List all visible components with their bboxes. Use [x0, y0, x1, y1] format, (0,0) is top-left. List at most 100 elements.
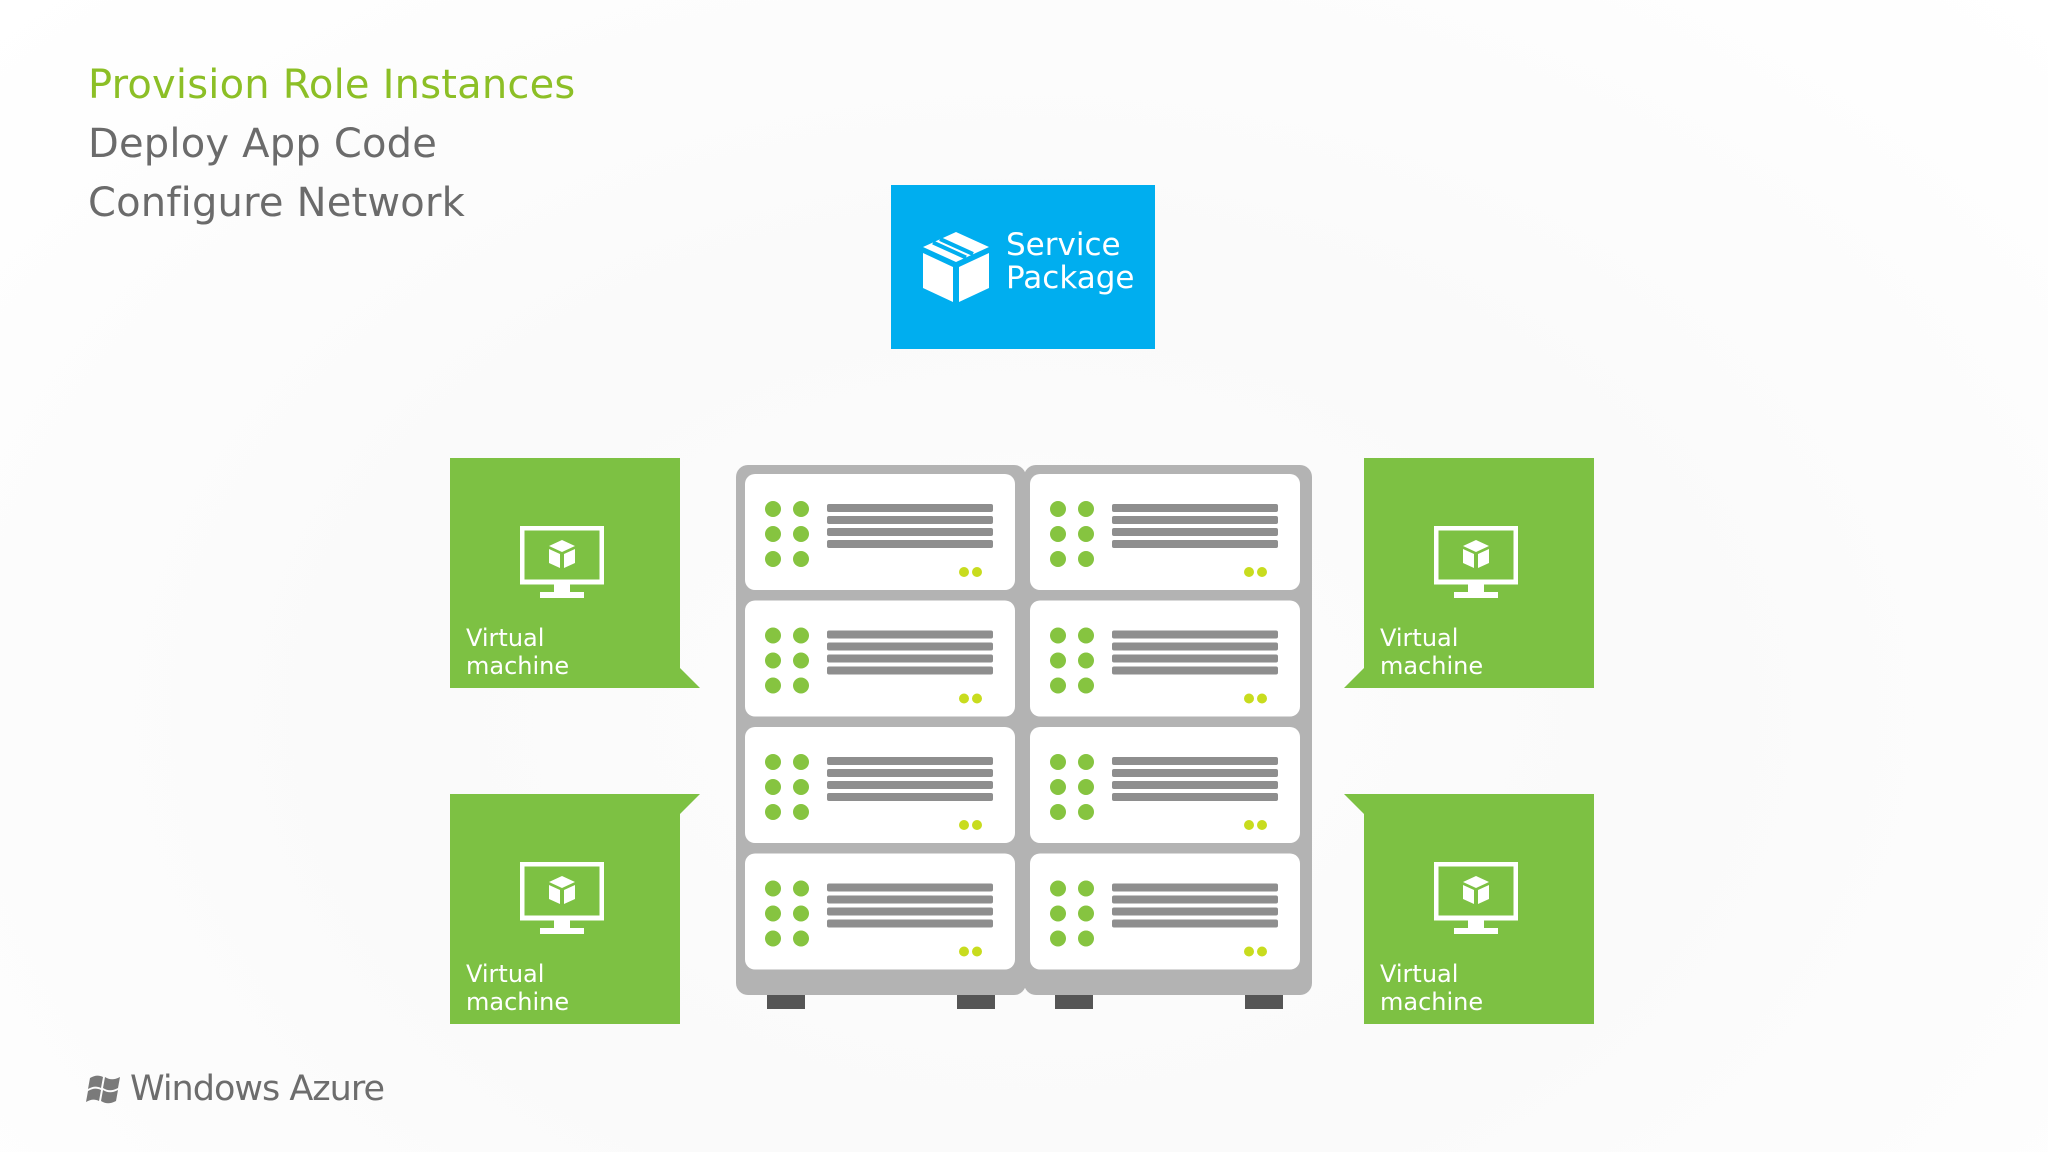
server-status-light	[1050, 652, 1066, 669]
server-drive-bar	[1112, 781, 1278, 789]
server-status-light	[1050, 501, 1066, 517]
server-drive-bar	[827, 516, 993, 524]
server-drive-bar	[827, 883, 993, 892]
vm-label: Virtual machine	[466, 960, 569, 1016]
server-status-light	[1050, 551, 1066, 567]
vm-callout-shape	[450, 794, 700, 1024]
server-status-light	[1050, 627, 1066, 644]
server-status-light	[765, 880, 781, 897]
server-indicator-light	[1257, 567, 1267, 577]
server-drive-bar	[1112, 540, 1278, 548]
server-drive-bar	[827, 793, 993, 801]
server-status-light	[793, 551, 809, 567]
server-status-light	[1050, 754, 1066, 770]
server-drive-bar	[827, 757, 993, 765]
service-package-label: Service Package	[1006, 229, 1135, 295]
virtual-machine-top-right: Virtual machine	[1344, 458, 1594, 688]
server-drive-bar	[827, 769, 993, 777]
server-drive-bar	[827, 781, 993, 789]
server-drive-bar	[1112, 630, 1278, 639]
server-drive-bar	[827, 504, 993, 512]
server-indicator-light	[1244, 693, 1254, 704]
server-drive-bar	[1112, 528, 1278, 536]
server-indicator-light	[1244, 946, 1254, 957]
server-status-light	[765, 804, 781, 820]
server-status-light	[1078, 551, 1094, 567]
vm-label-line1: Virtual	[1380, 960, 1459, 988]
server-indicator-light	[972, 946, 982, 957]
server-status-light	[765, 930, 781, 947]
monitor-icon	[1434, 862, 1518, 934]
server-status-light	[1050, 930, 1066, 947]
server-status-light	[765, 551, 781, 567]
vm-label: Virtual machine	[466, 624, 569, 680]
virtual-machine-bottom-right: Virtual machine	[1344, 794, 1594, 1024]
server-drive-bar	[1112, 769, 1278, 777]
server-status-light	[765, 677, 781, 694]
server-status-light	[1078, 880, 1094, 897]
server-drive-bar	[1112, 642, 1278, 651]
server-drive-bar	[1112, 666, 1278, 675]
server-status-light	[1050, 779, 1066, 795]
server-indicator-light	[1244, 567, 1254, 577]
server-status-light	[793, 526, 809, 542]
server-drive-bar	[827, 907, 993, 916]
monitor-icon	[1434, 526, 1518, 598]
server-status-light	[1078, 627, 1094, 644]
server-status-light	[1078, 501, 1094, 517]
server-status-light	[793, 930, 809, 947]
server-status-light	[1050, 804, 1066, 820]
server-status-light	[793, 501, 809, 517]
step-list: Provision Role Instances Deploy App Code…	[88, 56, 575, 233]
server-drive-bar	[1112, 516, 1278, 524]
server-status-light	[765, 779, 781, 795]
vm-callout-shape	[1344, 794, 1594, 1024]
server-status-light	[1078, 526, 1094, 542]
server-status-light	[765, 501, 781, 517]
service-package-line2: Package	[1006, 260, 1135, 296]
step-provision-role-instances: Provision Role Instances	[88, 62, 576, 108]
server-status-light	[793, 804, 809, 820]
server-drive-bar	[827, 654, 993, 663]
server-indicator-light	[959, 820, 969, 830]
server-drive-bar	[1112, 883, 1278, 892]
server-status-light	[793, 779, 809, 795]
server-indicator-light	[1257, 693, 1267, 704]
server-status-light	[793, 627, 809, 644]
rack-foot	[957, 995, 995, 1009]
virtual-machine-top-left: Virtual machine	[450, 458, 700, 688]
step-deploy-app-code: Deploy App Code	[88, 121, 438, 167]
server-rack	[736, 465, 1312, 1009]
windows-flag-icon	[86, 1075, 120, 1104]
server-status-light	[1050, 526, 1066, 542]
server-indicator-light	[972, 567, 982, 577]
step-configure-network: Configure Network	[88, 180, 465, 226]
vm-label-line2: machine	[466, 652, 570, 680]
server-drive-bar	[1112, 895, 1278, 904]
server-drive-bar	[1112, 907, 1278, 916]
monitor-icon	[520, 526, 604, 598]
server-drive-bar	[1112, 504, 1278, 512]
server-drive-bar	[1112, 793, 1278, 801]
server-indicator-light	[959, 567, 969, 577]
rack-foot	[767, 995, 805, 1009]
server-indicator-light	[1257, 820, 1267, 830]
server-status-light	[765, 627, 781, 644]
box-icon	[923, 232, 989, 302]
server-status-light	[793, 677, 809, 694]
server-drive-bar	[827, 630, 993, 639]
server-status-light	[765, 905, 781, 922]
vm-callout-shape	[450, 458, 700, 688]
server-drive-bar	[1112, 654, 1278, 663]
logo-text: Windows Azure	[130, 1069, 385, 1109]
server-indicator-light	[972, 820, 982, 830]
server-status-light	[1078, 652, 1094, 669]
server-drive-bar	[827, 540, 993, 548]
server-status-light	[1050, 880, 1066, 897]
vm-label-line1: Virtual	[466, 960, 545, 988]
server-indicator-light	[959, 946, 969, 957]
vm-label-line2: machine	[1380, 988, 1484, 1016]
server-status-light	[765, 652, 781, 669]
server-drive-bar	[827, 666, 993, 675]
